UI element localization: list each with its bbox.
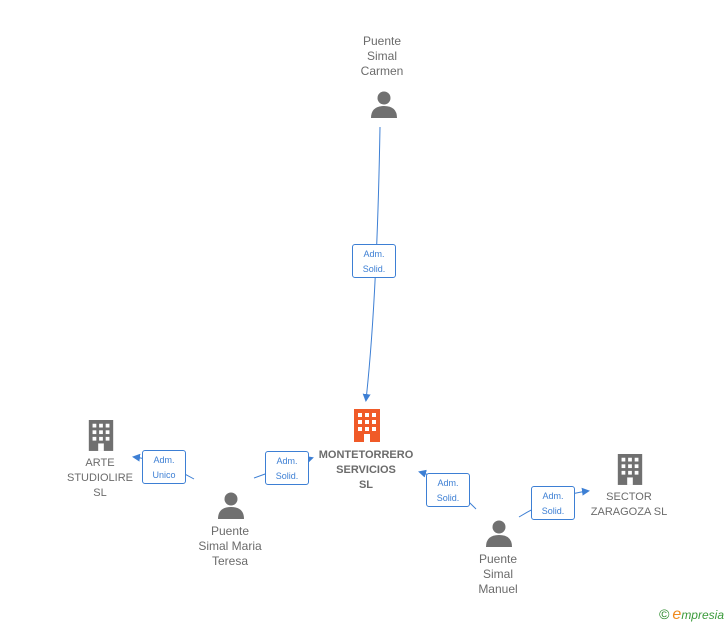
node-arte-studiolire-sl[interactable]: ARTE STUDIOLIRE SL [52, 456, 148, 501]
role-label-teresa-arte: Adm. Unico [142, 450, 186, 484]
node-label: Puente Simal Carmen [360, 34, 404, 78]
role-label-manuel-montetorrero: Adm. Solid. [426, 473, 470, 507]
role-label-teresa-montetorrero: Adm. Solid. [265, 451, 309, 485]
brand-logo: ©empresia [659, 606, 724, 623]
role-label-carmen-montetorrero: Adm. Solid. [352, 244, 396, 278]
building-icon [88, 420, 114, 451]
building-icon [354, 409, 380, 442]
node-label: ARTE STUDIOLIRE SL [66, 457, 133, 499]
node-puente-simal-manuel[interactable]: Puente Simal Manuel [452, 552, 544, 597]
node-label: SECTOR ZARAGOZA SL [590, 491, 668, 518]
node-label: Puente Simal Maria Teresa [198, 524, 262, 568]
node-montetorrero-servicios-sl[interactable]: MONTETORRERO SERVICIOS SL [304, 448, 428, 493]
node-puente-simal-carmen[interactable]: Puente Simal Carmen [334, 34, 430, 79]
edge-carmen-montetorrero [362, 126, 381, 402]
role-label-manuel-sector: Adm. Solid. [531, 486, 575, 520]
building-icon [617, 454, 643, 485]
node-label: MONTETORRERO SERVICIOS SL [318, 449, 414, 491]
person-icon [486, 520, 512, 547]
person-icon [371, 91, 397, 118]
node-puente-simal-maria-teresa[interactable]: Puente Simal Maria Teresa [180, 524, 280, 569]
copyright-icon: © [659, 606, 670, 622]
node-label: Puente Simal Manuel [478, 552, 518, 596]
node-sector-zaragoza-sl[interactable]: SECTOR ZARAGOZA SL [576, 490, 682, 520]
person-icon [218, 492, 244, 519]
